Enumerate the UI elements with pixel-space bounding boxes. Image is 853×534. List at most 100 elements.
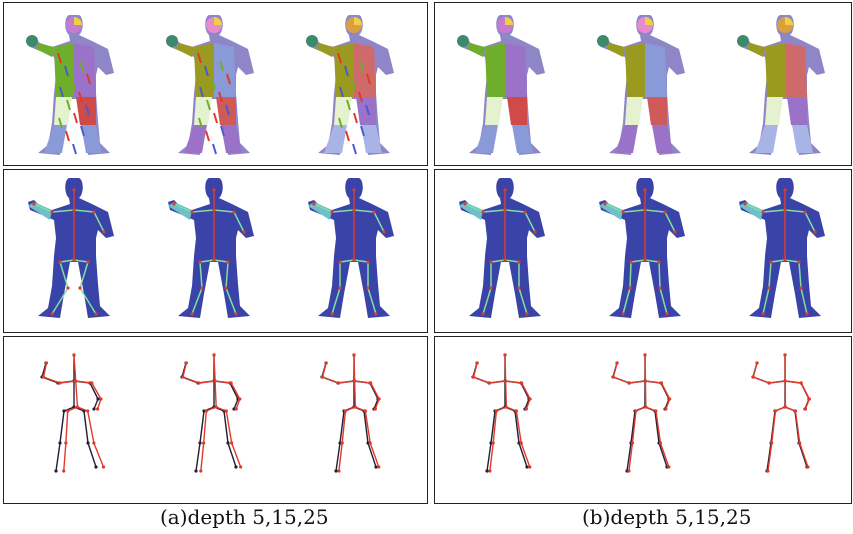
leg-segment [216, 97, 236, 125]
skeleton-joint [813, 230, 816, 233]
skeleton-joint [616, 361, 619, 364]
skeleton-joint [644, 405, 647, 408]
leg-segment [334, 97, 352, 125]
skeleton-joint [92, 210, 95, 213]
skeleton-joint [463, 202, 466, 205]
skeleton-mesh-figures-a [4, 170, 429, 334]
skeleton-bone [88, 411, 94, 443]
skeleton-joint [337, 469, 340, 472]
skeleton-joint [761, 312, 764, 315]
skeleton-joint [634, 409, 637, 412]
skeleton-joint [202, 441, 205, 444]
skeleton-joint [181, 375, 184, 378]
body-mesh [28, 178, 114, 318]
skeleton-joint [374, 465, 377, 468]
skeleton-joint [102, 230, 105, 233]
skeleton-joint [472, 375, 475, 378]
skeleton-bone [345, 407, 355, 411]
skeleton-joint [226, 260, 229, 263]
skeleton-joint [800, 381, 803, 384]
skeleton-joint [517, 260, 520, 263]
skeleton-bone [772, 411, 776, 443]
body-mesh [459, 178, 545, 318]
skeleton-joint [232, 210, 235, 213]
leg-segment [625, 97, 643, 125]
skeleton-mesh-figures-b [435, 170, 853, 334]
skeleton-joint [525, 465, 528, 468]
leg-segment [221, 125, 242, 153]
arm-segment [467, 43, 485, 57]
skeleton-joint [503, 208, 506, 211]
skeleton-joint [225, 409, 228, 412]
skeleton-bone [506, 381, 507, 407]
leg-segment [475, 125, 498, 153]
segmentation-figures-b [435, 3, 853, 167]
skeleton-joint [663, 210, 666, 213]
skeleton-joint [86, 441, 89, 444]
skeleton-joint [96, 397, 99, 400]
skeleton-bone [645, 381, 661, 383]
skeleton-on-mesh-figure [168, 178, 254, 318]
skeleton-on-mesh-figure [739, 178, 825, 318]
arm-segment [316, 43, 334, 57]
skeleton-joint [58, 381, 61, 384]
segment-noise-stroke [74, 113, 77, 123]
arm-segment [176, 43, 194, 57]
arm-segment [36, 43, 54, 57]
skeleton-joint [492, 441, 495, 444]
skeleton-on-mesh-figure [28, 178, 114, 318]
skeleton-joint [803, 210, 806, 213]
skeleton-joint [806, 465, 809, 468]
skeleton-on-mesh-figure [459, 178, 545, 318]
skeleton-joint [804, 407, 807, 410]
skeleton-joint [766, 469, 769, 472]
skeleton-joint [481, 210, 484, 213]
skeleton-joint [660, 381, 663, 384]
skeleton-bone [613, 377, 629, 383]
segment-noise-stroke [354, 113, 357, 123]
skeleton-joint [239, 465, 242, 468]
panel-a-segmentation [3, 2, 428, 166]
skeleton-joint [344, 409, 347, 412]
skeleton-bone [371, 383, 379, 399]
skeleton-comparison-figure [320, 353, 380, 472]
torso-segment [645, 43, 667, 97]
skeleton-bone [629, 381, 645, 383]
skeleton-joint [198, 441, 201, 444]
skeleton-joint [783, 208, 786, 211]
skeleton-bone [785, 381, 801, 383]
skeleton-joint [200, 286, 203, 289]
skeleton-joint [503, 258, 506, 261]
skeleton-joint [341, 441, 344, 444]
skeleton-joint [659, 441, 662, 444]
skeleton-joint [520, 381, 523, 384]
skeleton-joint [321, 375, 324, 378]
skeleton-bone [76, 381, 92, 383]
skeleton-joint [64, 441, 67, 444]
skeleton-joint [667, 465, 670, 468]
skeleton-bone [474, 377, 490, 383]
skeleton-joint [654, 409, 657, 412]
torso-segment [194, 43, 214, 97]
skeleton-joint [74, 379, 77, 382]
skeleton-joint [628, 286, 631, 289]
skeleton-joint [92, 407, 95, 410]
torso-segment [505, 43, 527, 97]
skeleton-joint [86, 409, 89, 412]
skeleton-joint [199, 469, 202, 472]
skeleton-joint [62, 409, 65, 412]
panel-b-skeleton-mesh [434, 169, 852, 333]
skeleton-bone [490, 381, 506, 383]
torso-segment [54, 43, 74, 97]
leg-segment [361, 125, 382, 153]
skeleton-joint [627, 469, 630, 472]
leg-segment [81, 125, 102, 153]
leg-segment [44, 125, 67, 153]
skeleton-joint [235, 407, 238, 410]
leg-segment [356, 97, 376, 125]
skeleton-bone [613, 363, 617, 377]
torso-segment [765, 43, 785, 97]
skeleton-joint [50, 210, 53, 213]
skeleton-joint [190, 210, 193, 213]
segment-noise-stroke [213, 144, 216, 154]
